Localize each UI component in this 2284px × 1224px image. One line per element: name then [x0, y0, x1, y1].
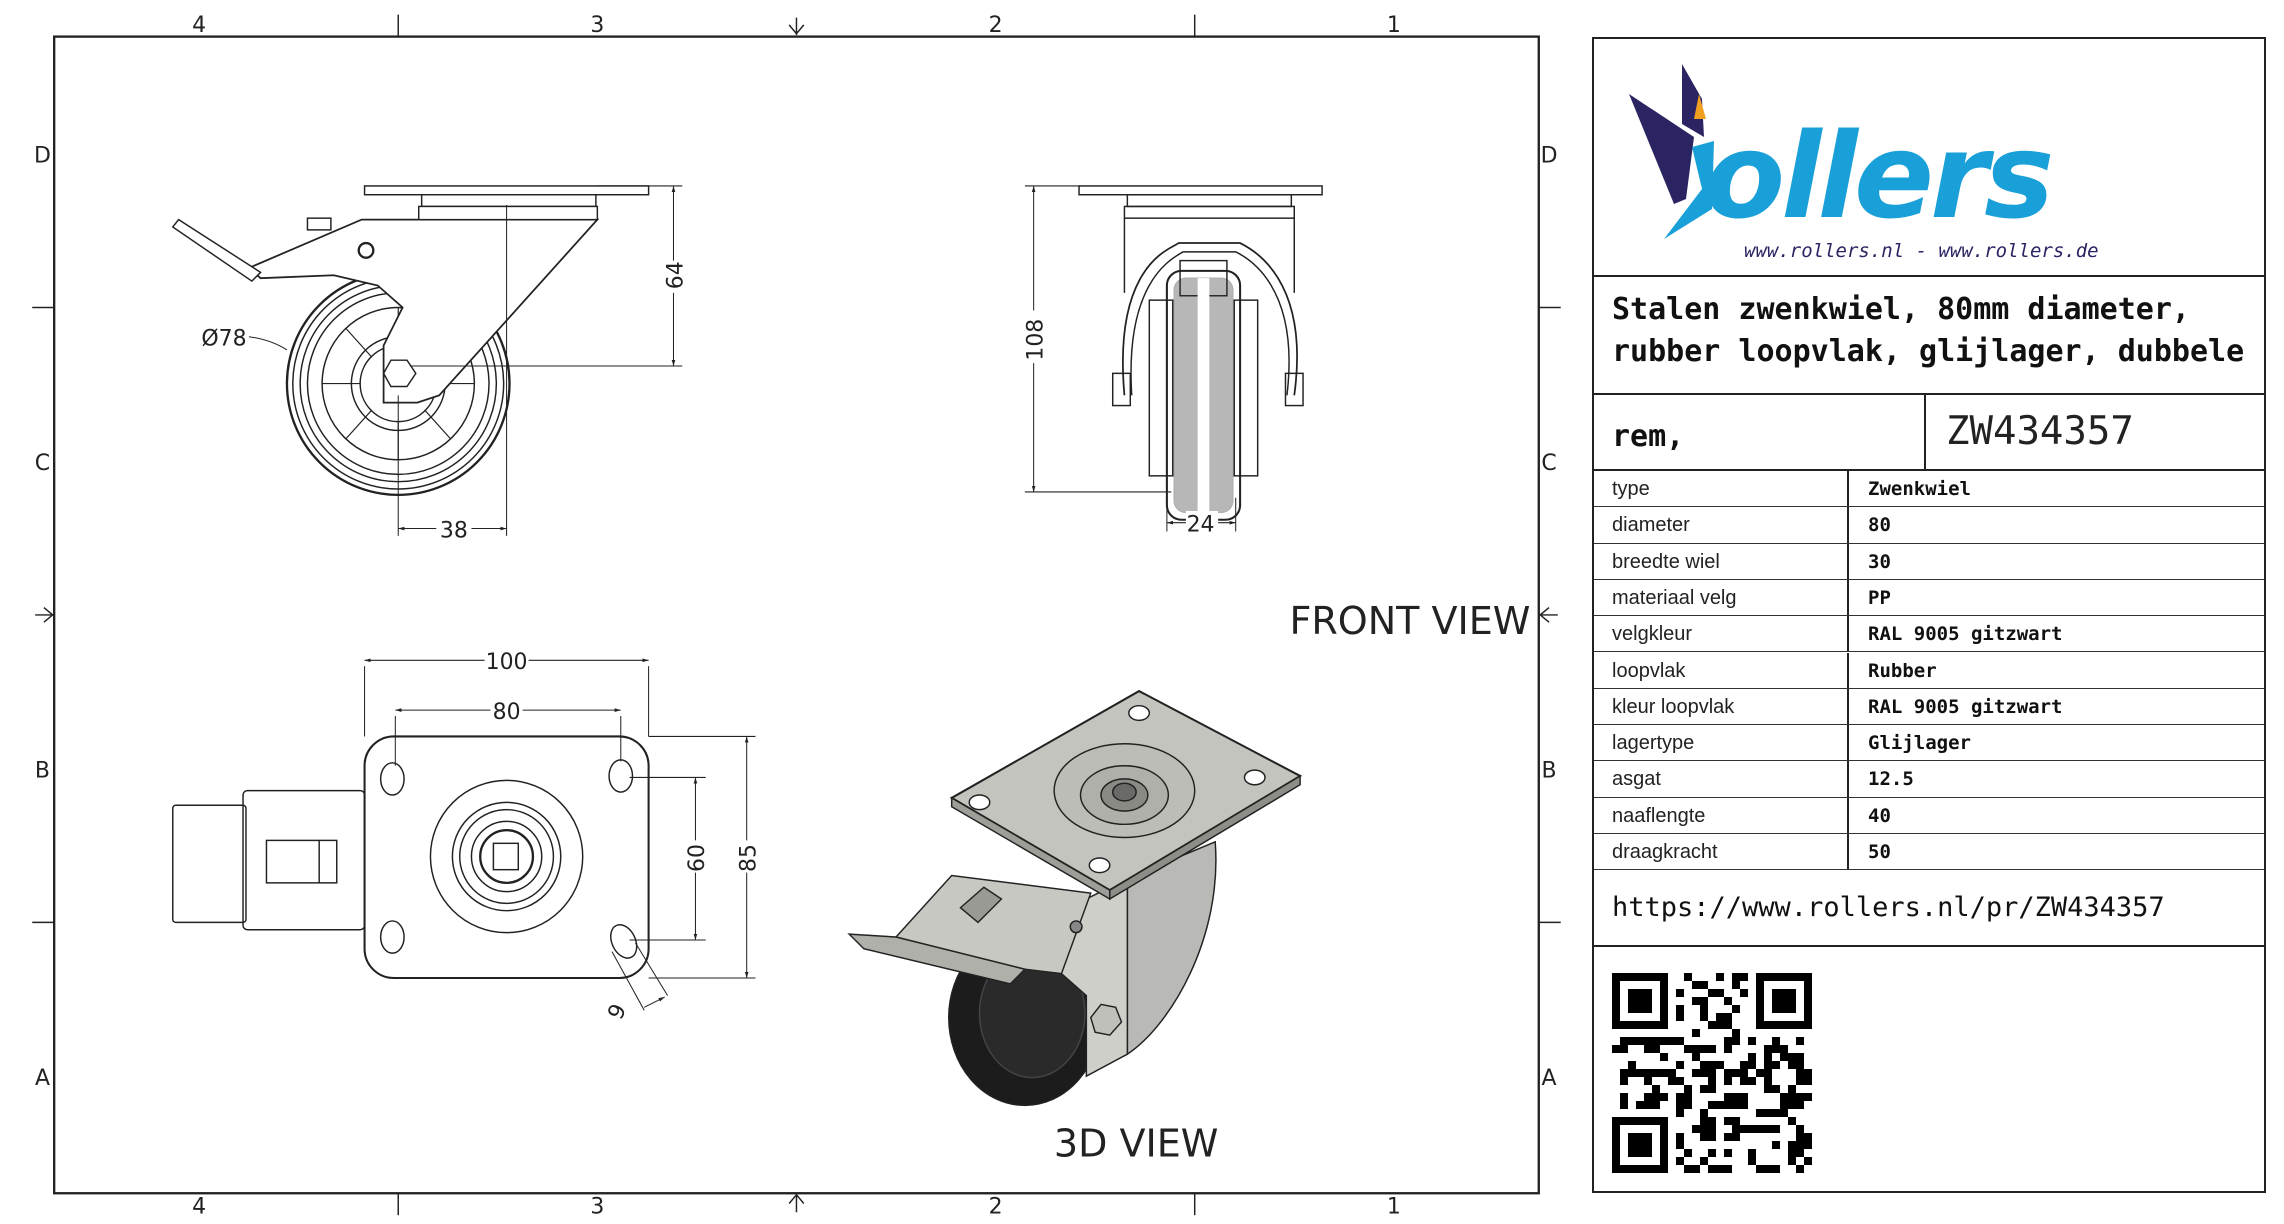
- zone-row-label: A: [1542, 1066, 1557, 1091]
- spec-row: asgat 12.5: [1594, 761, 2264, 798]
- spec-key: diameter: [1612, 514, 1690, 537]
- spec-key: draagkracht: [1612, 841, 1718, 863]
- rollers-logo[interactable]: ollers www.rollers.nl - www.rollers.de: [1594, 39, 2264, 275]
- iso-view: [847, 689, 1303, 1107]
- zone-col-label: 3: [590, 13, 604, 38]
- spec-row: velgkleur RAL 9005 gitzwart: [1594, 616, 2264, 653]
- front-view: [1024, 185, 1323, 532]
- dim-label-85: 85: [736, 844, 761, 872]
- center-mark-bottom-icon: [788, 1193, 805, 1213]
- spec-value: RAL 9005 gitzwart: [1847, 616, 2062, 652]
- spec-key: loopvlak: [1612, 659, 1686, 682]
- spec-row: diameter 80: [1594, 507, 2264, 544]
- spec-key: kleur loopvlak: [1612, 695, 1735, 718]
- article-code: ZW434357: [1924, 395, 2134, 469]
- svg-text:ollers: ollers: [1704, 107, 2051, 245]
- description-continuation: rem,: [1612, 419, 1685, 454]
- dim-label-9: 9: [604, 1000, 633, 1023]
- description: Stalen zwenkwiel, 80mm diameter, rubber …: [1594, 277, 2264, 395]
- qr-code-area: [1594, 947, 2264, 1193]
- spec-row: materiaal velg PP: [1594, 579, 2264, 617]
- spec-value: 12.5: [1847, 761, 1914, 797]
- spec-key: velgkleur: [1612, 623, 1693, 646]
- spec-row: type Zwenkwiel: [1594, 471, 2264, 508]
- zone-col-label: 4: [192, 1195, 206, 1220]
- front-view-title: FRONT VIEW: [1289, 599, 1530, 643]
- zone-row-label: C: [35, 451, 50, 476]
- zone-row-label: B: [1541, 758, 1556, 783]
- spec-value: 40: [1847, 797, 1891, 833]
- center-mark-left-icon: [35, 607, 54, 623]
- product-url[interactable]: https://www.rollers.nl/pr/ZW434357: [1594, 869, 2264, 947]
- spec-key: breedte wiel: [1612, 550, 1720, 573]
- zone-row-label: C: [1541, 451, 1556, 476]
- zone-col-label: 2: [989, 13, 1003, 38]
- spec-row: draagkracht 50: [1594, 834, 2264, 871]
- spec-value: Glijlager: [1847, 725, 1971, 761]
- dim-label-38: 38: [440, 518, 468, 543]
- zone-row-label: D: [1541, 144, 1558, 169]
- zone-col-label: 4: [192, 13, 206, 38]
- axle-nut: [382, 359, 417, 388]
- center-mark-right-icon: [1539, 607, 1558, 623]
- spec-value: RAL 9005 gitzwart: [1847, 688, 2062, 725]
- spec-key: materiaal velg: [1612, 586, 1737, 609]
- dim-label-100: 100: [486, 650, 528, 675]
- description-line: Stalen zwenkwiel, 80mm diameter,: [1612, 292, 2190, 327]
- iso-view-title: 3D VIEW: [1054, 1122, 1219, 1166]
- spec-value: PP: [1847, 579, 1891, 616]
- title-block: ollers www.rollers.nl - www.rollers.de S…: [1592, 37, 2266, 1193]
- spec-key: naaflengte: [1612, 804, 1706, 827]
- spec-key: asgat: [1612, 768, 1661, 791]
- brake-lever: [171, 218, 262, 283]
- spec-row: lagertype Glijlager: [1594, 725, 2264, 762]
- description-code-row: rem, ZW434357: [1594, 395, 2264, 471]
- logo-wing-dark-icon: [1629, 94, 1694, 204]
- spec-value: Rubber: [1847, 652, 1937, 688]
- qr-code[interactable]: [1612, 973, 1812, 1173]
- spec-row: breedte wiel 30: [1594, 543, 2264, 580]
- spec-row: kleur loopvlak RAL 9005 gitzwart: [1594, 688, 2264, 726]
- dim-label-24: 24: [1187, 512, 1215, 537]
- center-mark-top-icon: [788, 17, 805, 36]
- dim-label-diameter: Ø78: [201, 327, 246, 352]
- spec-value: Zwenkwiel: [1847, 471, 1971, 507]
- spec-value: 30: [1847, 543, 1891, 579]
- logo-area: ollers www.rollers.nl - www.rollers.de: [1594, 39, 2264, 277]
- zone-col-label: 3: [590, 1195, 604, 1220]
- dim-label-108: 108: [1023, 319, 1048, 361]
- side-view: [171, 185, 683, 536]
- drawing-frame: [32, 14, 1561, 1216]
- logo-swoosh-icon: [1664, 141, 1714, 239]
- zone-row-label: D: [34, 144, 51, 169]
- zone-col-label: 1: [1387, 13, 1401, 38]
- zone-col-label: 1: [1387, 1195, 1401, 1220]
- zone-col-label: 2: [989, 1195, 1003, 1220]
- dim-label-60: 60: [685, 844, 710, 872]
- spec-key: type: [1612, 478, 1650, 500]
- dim-label-64: 64: [663, 261, 688, 289]
- spec-row: loopvlak Rubber: [1594, 652, 2264, 689]
- spec-value: 50: [1847, 834, 1891, 870]
- top-view: [172, 658, 756, 1011]
- zone-row-label: B: [35, 758, 50, 783]
- dim-label-80: 80: [493, 700, 521, 725]
- zone-row-label: A: [35, 1066, 50, 1091]
- description-line: rubber loopvlak, glijlager, dubbele: [1612, 334, 2245, 369]
- spec-row: naaflengte 40: [1594, 797, 2264, 834]
- spec-key: lagertype: [1612, 732, 1695, 755]
- spec-value: 80: [1847, 507, 1891, 543]
- logo-beak-icon: [1694, 94, 1706, 119]
- logo-urls: www.rollers.nl - www.rollers.de: [1744, 240, 2099, 262]
